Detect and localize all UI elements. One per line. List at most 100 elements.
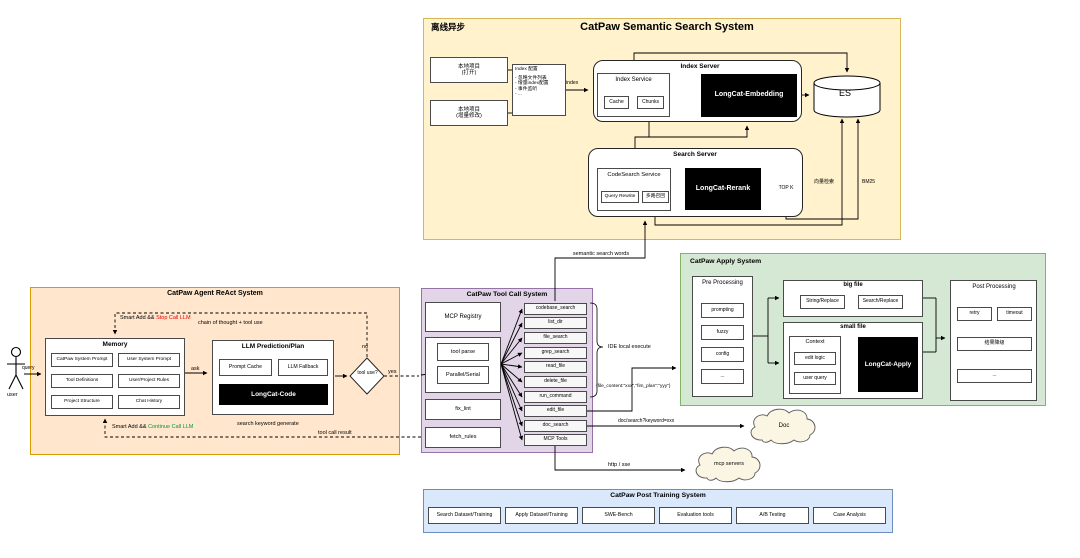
longcat-rerank-node: LongCat-Rerank	[685, 168, 761, 210]
big-file-title: big file	[843, 282, 863, 288]
query-label: query	[22, 365, 35, 371]
edit-logic-node: edit logic	[794, 352, 836, 365]
doc-cloud-label: Doc	[778, 423, 790, 429]
edge-edit-file-apply	[586, 365, 677, 412]
pre-item: prompting	[701, 303, 744, 318]
offline-async-label: 离线异步	[431, 22, 466, 32]
post-item: retry	[957, 307, 992, 321]
index-config-item: - 事件监听	[515, 86, 538, 92]
apply-title: CatPaw Apply System	[690, 258, 762, 265]
longcat-apply-node: LongCat-Apply	[858, 337, 918, 392]
pre-processing-title: Pre Processing	[702, 280, 743, 286]
fix-lint-node: fix_lint	[425, 399, 501, 420]
es-label: ES	[839, 88, 852, 98]
tool-parse-node: tool parse	[437, 343, 489, 361]
llm-prediction-title: LLM Prediction/Plan	[241, 343, 305, 350]
index-config-item: - 忽略文件列表	[515, 75, 547, 81]
tool-item: grep_search	[524, 347, 587, 359]
tool-item: MCP Tools	[524, 434, 587, 446]
training-item: A/B Testing	[736, 507, 809, 524]
continue-call-label: Smart Add && Continue Call LLM	[112, 424, 193, 430]
tool-item: file_search	[524, 332, 587, 344]
parallel-serial-node: Parallel/Serial	[437, 366, 489, 384]
no-label: no	[362, 344, 369, 350]
yes-label: yes	[388, 369, 397, 375]
context-node: Context	[789, 336, 841, 394]
post-processing-title: Post Processing	[972, 284, 1016, 290]
post-item: ...	[957, 369, 1032, 383]
bm25-label: BM25	[862, 179, 876, 185]
memory-item: Tool Definitions	[51, 374, 113, 388]
local-project-open-node: 本地项目 (打开)	[430, 57, 508, 83]
memory-title: Memory	[102, 341, 128, 348]
continue-call-green: Continue Call LLM	[148, 424, 194, 430]
pre-item: config	[701, 347, 744, 362]
local-project-incremental-node: 本地项目 (增量修改)	[430, 100, 508, 126]
search-server-title: Search Server	[673, 151, 717, 158]
pre-item: ...	[701, 369, 744, 384]
tool-item: codebase_search	[524, 303, 587, 315]
tool-call-title: CatPaw Tool Call System	[466, 291, 548, 298]
mcp-registry-node: MCP Registry	[425, 302, 501, 332]
stop-call-red: Stop Call LLM	[156, 315, 191, 321]
string-replace-node: String/Replace	[800, 295, 845, 309]
tool-item: read_file	[524, 361, 587, 373]
llm-fallback-node: LLM Fallback	[278, 359, 328, 376]
semantic-words-label: semantic search words	[558, 251, 644, 258]
training-item: Evaluation tools	[659, 507, 732, 524]
longcat-embedding-node: LongCat-Embedding	[701, 74, 797, 117]
multi-recall-node: 多路召回	[642, 191, 669, 203]
codesearch-service-node: CodeSearch Service	[597, 168, 671, 211]
search-keyword-label: search keyword generate	[237, 421, 299, 427]
index-edge-label: index	[566, 80, 579, 86]
search-replace-node: Search/Replace	[858, 295, 903, 309]
index-config-item: - 增量index配置	[515, 81, 549, 87]
tool-call-result-label: tool call result	[318, 430, 352, 436]
user-query-node: user query	[794, 372, 836, 385]
tool-item: list_dir	[524, 317, 587, 329]
file-content-label: {file_content:"xxx","fim_plan":"yyy"}	[596, 384, 671, 389]
doc-url-label: doc/search?keyword=xxx	[618, 418, 675, 424]
pre-item: fuzzy	[701, 325, 744, 340]
chunks-node: Chunks	[637, 96, 664, 109]
tool-item: doc_search	[524, 420, 587, 432]
stop-call-prefix: Smart Add &&	[120, 315, 157, 321]
memory-item: CatPaw System Prompt	[51, 353, 113, 367]
index-config-item: - ...	[515, 92, 522, 98]
index-config-title: Index 配置	[515, 67, 538, 72]
training-item: Search Dataset/Training	[428, 507, 501, 524]
ide-local-execute-label: IDE local execute	[608, 344, 651, 350]
user-label: user	[7, 392, 18, 398]
continue-call-prefix: Smart Add &&	[112, 424, 149, 430]
post-item: timeout	[997, 307, 1032, 321]
query-rewrite-node: Query Rewrite	[601, 191, 639, 203]
chain-of-thought-label: chain of thought + tool use	[198, 320, 263, 326]
fetch-rules-node: fetch_rules	[425, 427, 501, 448]
prompt-cache-node: Prompt Cache	[219, 359, 272, 376]
training-item: Apply Dataset/Training	[505, 507, 578, 524]
post-item: 结果降级	[957, 337, 1032, 351]
tool-use-diamond-label: tool use?	[357, 370, 378, 376]
memory-item: Chat History	[118, 395, 180, 409]
index-service-node: Index Service	[597, 73, 670, 117]
memory-item: User/Project Rules	[118, 374, 180, 388]
index-server-title: Index Server	[680, 63, 720, 70]
memory-item: User System Prompt	[118, 353, 180, 367]
longcat-code-node: LongCat-Code	[219, 384, 328, 405]
semantic-search-title: CatPaw Semantic Search System	[580, 21, 754, 33]
post-training-title: CatPaw Post Training System	[610, 492, 706, 499]
ask-label: ask	[191, 366, 200, 372]
memory-item: Project Structure	[51, 395, 113, 409]
vector-retrieval-label: 向量检索	[814, 179, 835, 185]
training-item: SWE-Bench	[582, 507, 655, 524]
mcp-cloud-label: mcp servers	[714, 461, 744, 467]
http-sse-label: http / sse	[608, 462, 631, 468]
topk-label: TOP K	[778, 185, 794, 191]
tool-item: run_command	[524, 391, 587, 403]
agent-react-title: CatPaw Agent ReAct System	[167, 290, 263, 297]
training-item: Case Analysis	[813, 507, 886, 524]
stop-call-label: Smart Add && Stop Call LLM	[120, 315, 191, 321]
tool-item: edit_file	[524, 405, 587, 417]
cache-node: Cache	[604, 96, 629, 109]
